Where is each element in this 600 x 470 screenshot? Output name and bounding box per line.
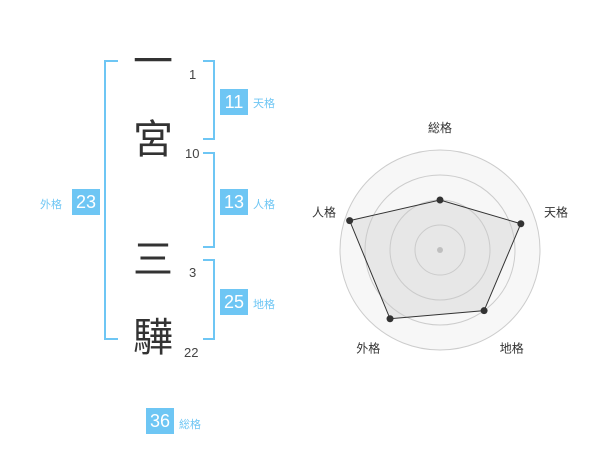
tenkaku-label: 天格 bbox=[253, 97, 275, 110]
gaikaku-value: 23 bbox=[72, 189, 100, 215]
radar-center bbox=[437, 247, 443, 253]
radar-area bbox=[348, 199, 522, 320]
name-char-2: 宮 bbox=[133, 117, 173, 163]
radar-axis-label-1: 天格 bbox=[544, 204, 568, 219]
chikaku-value: 25 bbox=[220, 289, 248, 315]
chikaku-label: 地格 bbox=[253, 298, 275, 311]
radar-point-1 bbox=[517, 220, 525, 228]
radar-point-4 bbox=[346, 217, 354, 225]
radar-ring-3 bbox=[364, 174, 516, 326]
name-char-1: 一 bbox=[133, 39, 173, 85]
jinkaku-bracket bbox=[203, 152, 215, 248]
gaikaku-bracket bbox=[104, 60, 118, 340]
radar-point-3 bbox=[386, 315, 394, 323]
radar-point-2 bbox=[480, 307, 488, 315]
radar-axis-label-2: 地格 bbox=[500, 341, 524, 356]
tenkaku-value: 11 bbox=[220, 89, 248, 115]
stroke-count-1: 1 bbox=[189, 67, 197, 82]
name-char-3: 三 bbox=[133, 237, 173, 283]
radar-ring-1 bbox=[414, 224, 466, 276]
tenkaku-bracket bbox=[203, 60, 215, 140]
name-char-4: 驊 bbox=[133, 315, 173, 361]
gaikaku-label: 外格 bbox=[40, 198, 62, 211]
soukaku-value: 36 bbox=[146, 408, 174, 434]
jinkaku-label: 人格 bbox=[253, 198, 275, 211]
radar-point-0 bbox=[436, 196, 444, 204]
stroke-count-2: 10 bbox=[185, 146, 200, 161]
radar-points bbox=[346, 196, 525, 323]
soukaku-label: 総格 bbox=[179, 418, 201, 431]
radar-axis-label-0: 総格 bbox=[428, 120, 452, 135]
stroke-count-3: 3 bbox=[189, 265, 197, 280]
chikaku-bracket bbox=[203, 259, 215, 340]
stroke-count-4: 22 bbox=[184, 345, 199, 360]
jinkaku-value: 13 bbox=[220, 189, 248, 215]
radar-axis-label-3: 外格 bbox=[356, 341, 380, 356]
radar-axis-label-4: 人格 bbox=[312, 204, 336, 219]
radar-grid bbox=[339, 149, 541, 351]
